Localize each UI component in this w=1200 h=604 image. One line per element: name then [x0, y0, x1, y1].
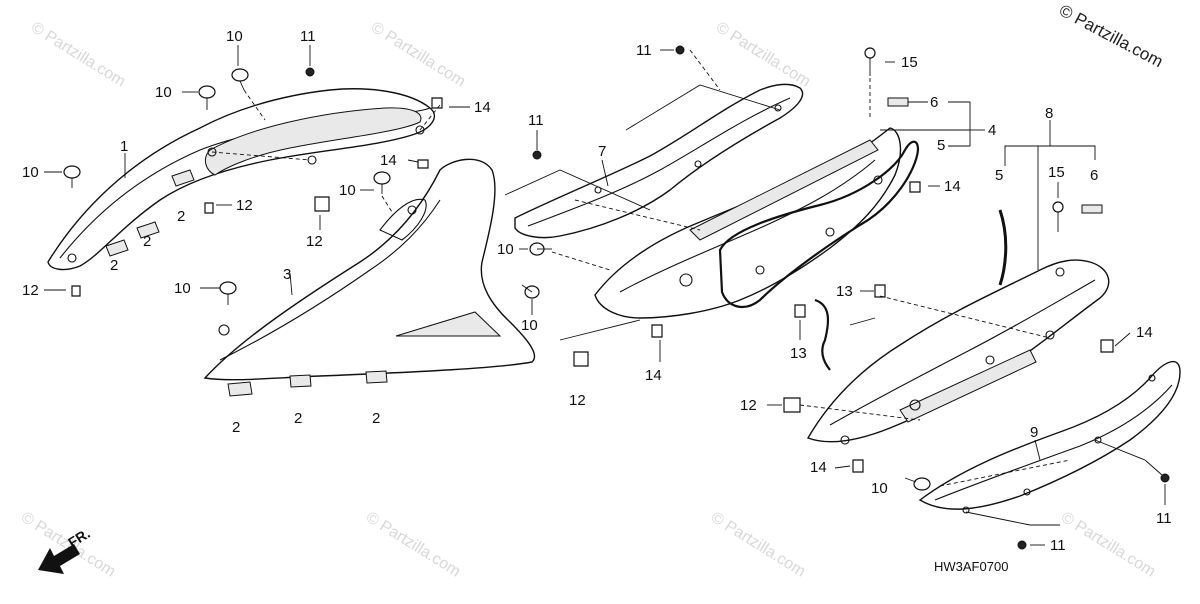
callout-10: 10 — [226, 28, 243, 45]
callout-11: 11 — [528, 112, 544, 129]
callout-7: 7 — [598, 143, 606, 160]
callout-14: 14 — [645, 367, 662, 384]
part-1-grab-rail — [47, 88, 435, 271]
part-9-lower-trim — [918, 360, 1181, 514]
callout-10: 10 — [22, 164, 39, 181]
fasteners — [63, 45, 1170, 550]
leader-lines — [44, 45, 1166, 546]
callout-2: 2 — [177, 208, 185, 225]
callout-labels: 1 2 2 2 2 2 2 3 4 5 5 6 6 7 8 9 10 10 10… — [22, 28, 1172, 554]
callout-12: 12 — [236, 197, 253, 214]
callout-13: 13 — [790, 345, 807, 362]
callout-2: 2 — [294, 410, 302, 427]
callout-4: 4 — [988, 122, 996, 139]
callout-14: 14 — [380, 152, 397, 169]
callout-2: 2 — [143, 233, 151, 250]
callout-11: 11 — [1050, 537, 1066, 554]
callout-10: 10 — [497, 241, 514, 258]
part-3-side-cover — [203, 158, 536, 381]
callout-2: 2 — [110, 257, 118, 274]
callout-2: 2 — [232, 419, 240, 436]
callout-10: 10 — [871, 480, 888, 497]
copyright-label: © Partzilla.com — [1056, 1, 1166, 72]
callout-1: 1 — [120, 138, 128, 155]
callout-11: 11 — [300, 28, 316, 45]
callout-14: 14 — [1136, 324, 1153, 341]
callout-5: 5 — [995, 167, 1003, 184]
watermark-text: © Partzilla.com — [708, 509, 808, 581]
part-4-center-cover — [594, 127, 902, 319]
part-7-bracket — [514, 83, 804, 239]
callout-6: 6 — [1090, 167, 1098, 184]
callout-14: 14 — [810, 459, 827, 476]
callout-11: 11 — [1156, 510, 1172, 527]
callout-14: 14 — [944, 178, 961, 195]
watermark-text: © Partzilla.com — [1058, 509, 1158, 581]
callout-5: 5 — [937, 137, 945, 154]
diagram-code: HW3AF0700 — [934, 559, 1008, 574]
callout-11: 11 — [636, 42, 652, 59]
watermark-text: © Partzilla.com — [363, 509, 463, 581]
watermark-text: © Partzilla.com — [713, 19, 813, 91]
callout-13: 13 — [836, 283, 853, 300]
watermark-text: © Partzilla.com — [18, 509, 118, 581]
callout-10: 10 — [155, 84, 172, 101]
part-2-pads-lower — [227, 370, 388, 397]
callout-15: 15 — [1048, 164, 1065, 181]
watermark-text: © Partzilla.com — [368, 19, 468, 91]
part-2-pads-upper — [105, 169, 195, 257]
callout-12: 12 — [306, 233, 323, 250]
callout-12: 12 — [569, 392, 586, 409]
arrow-front-icon — [38, 544, 80, 574]
callout-6: 6 — [930, 94, 938, 111]
callout-10: 10 — [521, 317, 538, 334]
callout-2: 2 — [372, 410, 380, 427]
callout-12: 12 — [22, 282, 39, 299]
part-5-gasket — [718, 140, 1008, 371]
part-8-right-cover — [806, 259, 1110, 445]
callout-12: 12 — [740, 397, 757, 414]
callout-10: 10 — [339, 182, 356, 199]
callout-15: 15 — [901, 54, 918, 71]
callout-9: 9 — [1030, 424, 1038, 441]
callout-8: 8 — [1045, 105, 1053, 122]
callout-14: 14 — [474, 99, 491, 116]
callout-10: 10 — [174, 280, 191, 297]
watermark-text: © Partzilla.com — [28, 19, 128, 91]
callout-3: 3 — [283, 266, 291, 283]
